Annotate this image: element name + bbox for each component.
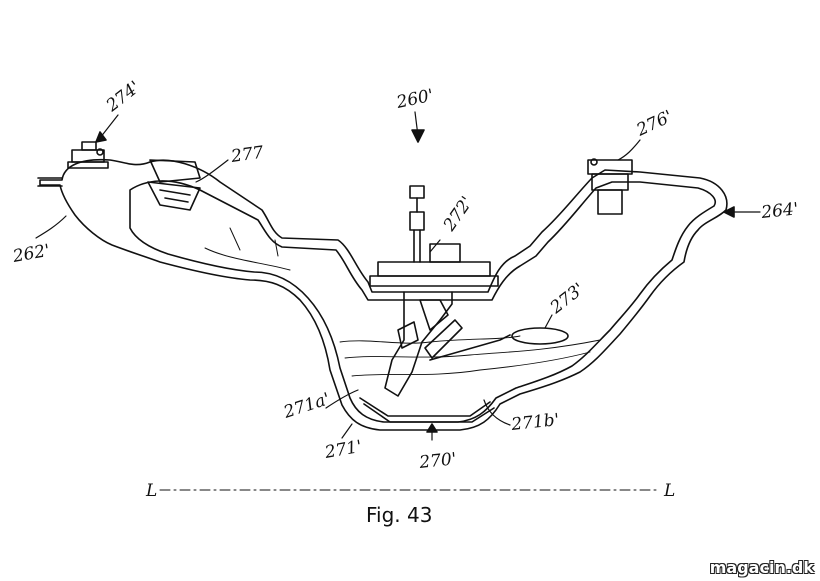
component-277 bbox=[148, 160, 200, 210]
label-262: 262' bbox=[10, 241, 51, 267]
watermark: magacin.dk bbox=[710, 558, 814, 577]
figure-caption: Fig. 43 bbox=[366, 503, 432, 527]
label-276: 276' bbox=[633, 107, 676, 141]
label-271: 271' bbox=[322, 437, 363, 463]
tank-outer-outline bbox=[40, 160, 727, 430]
label-273: 273' bbox=[546, 279, 588, 318]
fuel-pump-top bbox=[370, 186, 498, 286]
label-264: 264' bbox=[759, 199, 799, 223]
label-260: 260' bbox=[394, 86, 435, 113]
axis-label-left: L bbox=[145, 481, 157, 501]
filler-cap-right bbox=[588, 159, 632, 214]
label-271b: 271b' bbox=[509, 410, 560, 435]
arrow-heads bbox=[96, 130, 734, 432]
label-271a: 271a' bbox=[280, 389, 332, 423]
label-272: 272' bbox=[439, 193, 477, 236]
label-270: 270' bbox=[417, 449, 457, 473]
label-277: 277 bbox=[229, 143, 265, 167]
label-274: 274' bbox=[102, 77, 144, 116]
tank-inner-outline bbox=[130, 181, 715, 422]
axis-label-right: L bbox=[663, 481, 675, 501]
pump-body bbox=[385, 292, 510, 396]
